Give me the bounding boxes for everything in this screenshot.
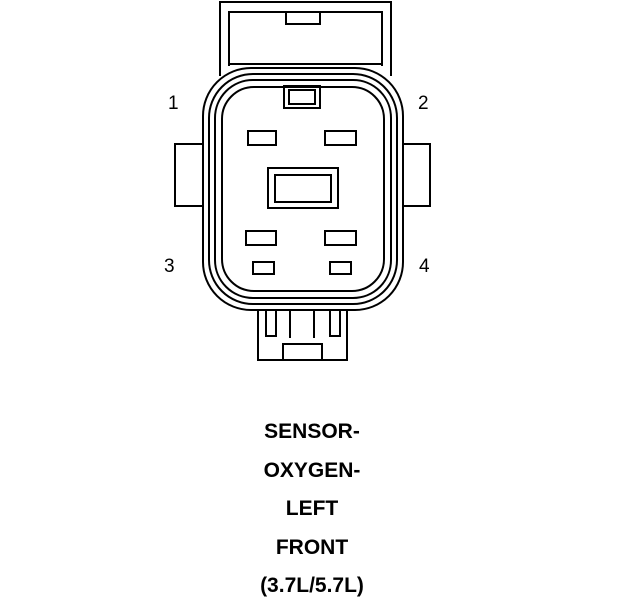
caption-line-2: OXYGEN-: [263, 459, 361, 482]
pin-label-2: 2: [418, 93, 429, 114]
caption-line-1: SENSOR-: [264, 420, 360, 443]
pin-3-cavity: [245, 230, 277, 246]
pin-label-4: 4: [419, 256, 430, 277]
lower-left-slot: [252, 261, 275, 275]
pin-label-3: 3: [164, 256, 175, 277]
caption-line-4: FRONT: [275, 536, 349, 559]
lower-right-slot: [329, 261, 352, 275]
caption-line-3: LEFT: [285, 497, 339, 520]
top-lock-tab: [219, 1, 392, 76]
key-slot: [283, 85, 321, 109]
pin-1-cavity: [247, 130, 277, 146]
pin-label-1: 1: [168, 93, 179, 114]
pin-4-cavity: [324, 230, 357, 246]
bottom-latch: [257, 307, 348, 361]
caption-line-5: (3.7L/5.7L): [260, 574, 364, 597]
pin-2-cavity: [324, 130, 357, 146]
center-terminal: [267, 167, 339, 209]
